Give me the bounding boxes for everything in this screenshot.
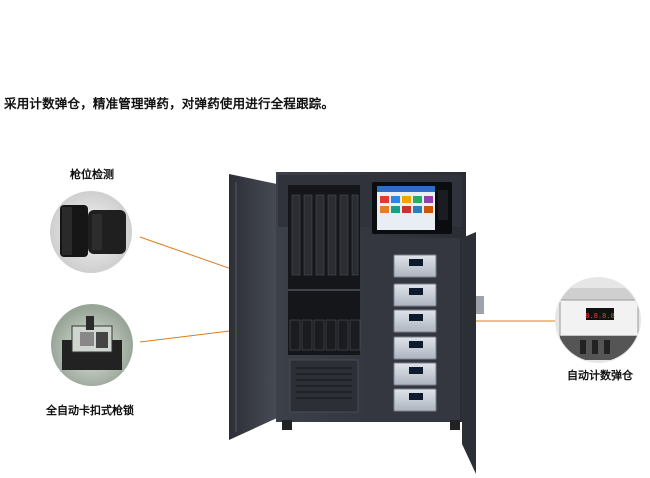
gun-cabinet xyxy=(229,172,484,474)
callout-circle-slot-detection xyxy=(50,191,132,273)
callout-circle-counting-magazine: 8.8.8.8 xyxy=(555,277,641,363)
cabinet-left-door xyxy=(229,174,277,440)
callout-circle-auto-lock xyxy=(51,304,133,386)
callout-label-slot-detection: 枪位检测 xyxy=(70,168,114,181)
callout-label-counting-magazine: 自动计数弹仓 xyxy=(567,369,633,382)
magazine-display-digits: 8.8.8.8 xyxy=(585,312,615,320)
headline: 采用计数弹仓，精准管理弹药，对弹药使用进行全程跟踪。 xyxy=(4,96,335,111)
gun-slots xyxy=(291,194,359,276)
door-handle xyxy=(476,296,484,314)
drawer-displays xyxy=(409,259,423,400)
screen-tiles xyxy=(380,196,433,213)
gun-locks xyxy=(289,319,361,351)
cabinet-right-door xyxy=(462,232,476,474)
callout-label-auto-lock: 全自动卡扣式枪锁 xyxy=(46,404,134,417)
